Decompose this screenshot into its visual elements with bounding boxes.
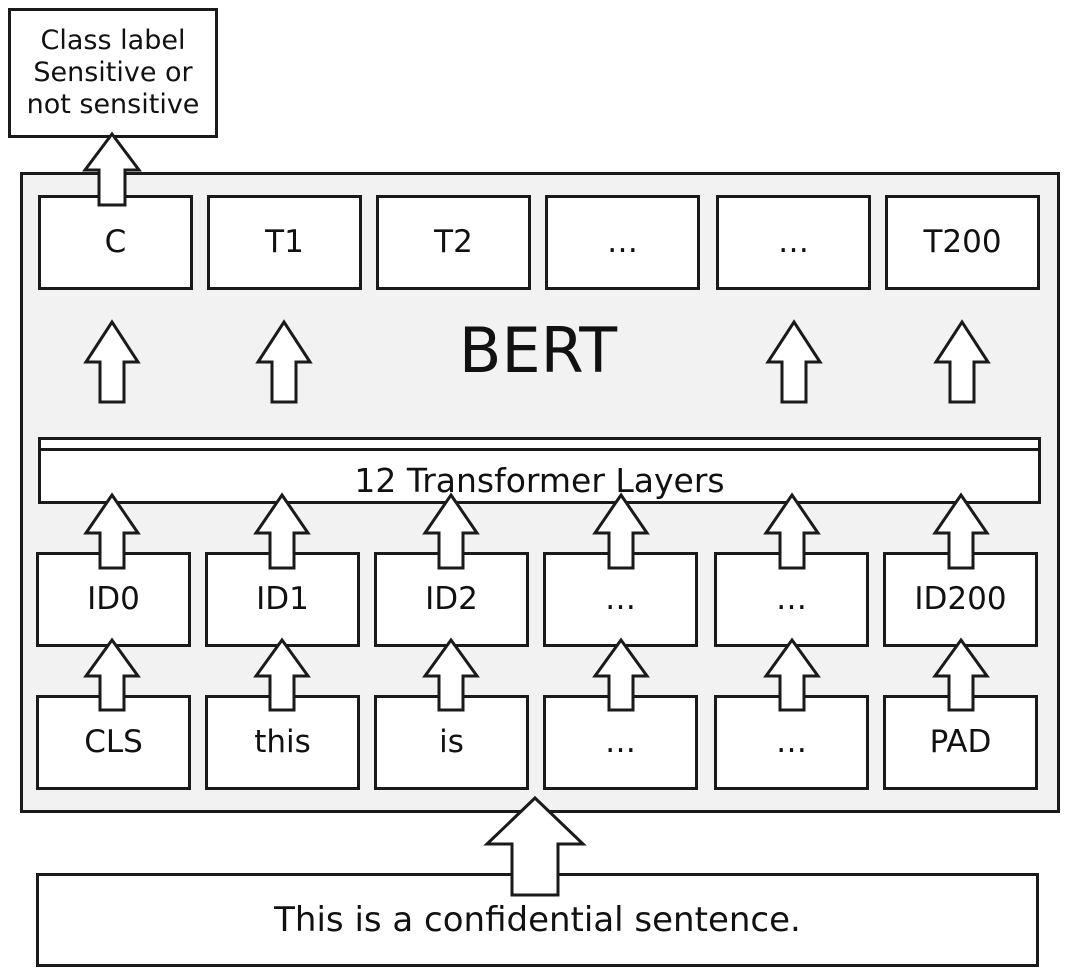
arrow-up-icon — [483, 795, 587, 897]
class-label-line-3: not sensitive — [26, 88, 200, 120]
output-token-label: C — [104, 224, 127, 260]
arrow-up-icon — [933, 319, 991, 404]
arrow-up-icon — [253, 492, 311, 570]
arrow-up-icon — [765, 319, 823, 404]
arrow-up-icon — [422, 637, 480, 712]
id-token-label: … — [605, 581, 636, 617]
arrow-up-icon — [763, 637, 821, 712]
arrow-up-icon — [82, 131, 142, 207]
arrow-up-icon — [932, 492, 990, 570]
output-token-t2: T2 — [376, 195, 531, 290]
output-token-t200: T200 — [885, 195, 1040, 290]
arrow-up-icon — [932, 637, 990, 712]
arrow-up-icon — [763, 492, 821, 570]
arrow-up-icon — [83, 319, 141, 404]
output-token-label: T200 — [923, 224, 1002, 260]
bert-title: BERT — [458, 314, 618, 387]
arrow-up-icon — [255, 319, 313, 404]
output-token-label: T2 — [434, 224, 473, 260]
word-token-ellipsis-1: … — [543, 695, 698, 790]
output-token-label: … — [778, 224, 809, 260]
output-token-label: … — [607, 224, 638, 260]
input-sentence-text: This is a confidential sentence. — [274, 900, 801, 940]
id-token-label: ID0 — [87, 581, 140, 617]
word-token-label: … — [605, 724, 636, 760]
transformer-layers-bar: 12 Transformer Layers — [38, 437, 1041, 504]
word-token-label: this — [254, 724, 311, 760]
word-token-ellipsis-2: … — [714, 695, 869, 790]
arrow-up-icon — [422, 492, 480, 570]
output-token-ellipsis-2: … — [716, 195, 871, 290]
arrow-up-icon — [253, 637, 311, 712]
arrow-up-icon — [592, 492, 650, 570]
arrow-up-icon — [83, 492, 141, 570]
class-label-line-1: Class label — [40, 25, 186, 57]
word-token-label: is — [439, 724, 464, 760]
output-token-c: C — [38, 195, 193, 290]
class-label-line-2: Sensitive or — [33, 57, 193, 89]
arrow-up-icon — [83, 637, 141, 712]
arrow-up-icon — [592, 637, 650, 712]
transformer-layers-label: 12 Transformer Layers — [354, 461, 725, 500]
word-token-label: PAD — [929, 724, 992, 760]
output-token-ellipsis-1: … — [545, 195, 700, 290]
transformer-bar-divider — [41, 448, 1038, 451]
word-token-label: CLS — [84, 724, 143, 760]
id-token-label: … — [776, 581, 807, 617]
id-token-label: ID1 — [256, 581, 309, 617]
id-token-label: ID2 — [425, 581, 478, 617]
output-token-t1: T1 — [207, 195, 362, 290]
id-token-label: ID200 — [914, 581, 1007, 617]
class-label-box: Class label Sensitive or not sensitive — [8, 8, 218, 138]
word-token-label: … — [776, 724, 807, 760]
output-token-label: T1 — [265, 224, 304, 260]
